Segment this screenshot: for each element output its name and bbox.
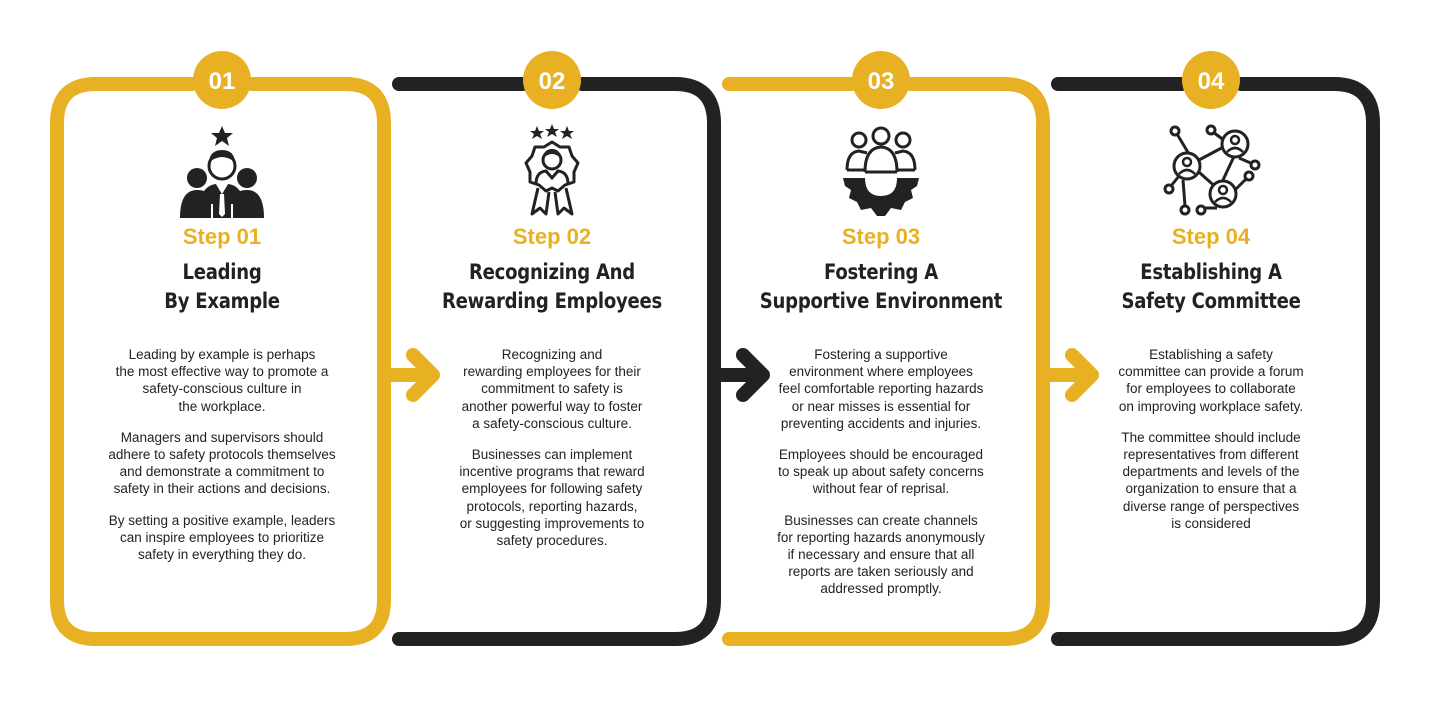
arrow-1-icon [384,348,440,402]
step-3: Step 03 Fostering A Supportive Environme… [731,0,1031,707]
step-3-paragraph: Fostering a supportive environment where… [778,347,984,431]
step-2-frame [392,77,721,646]
step-2-badge: 02 [523,51,581,109]
step-4-title: Establishing A Safety Committee [1121,260,1301,313]
step-1-badge: 01 [193,51,251,109]
step-3-title: Fostering A Supportive Environment [759,260,1003,313]
step-1: Step 01 Leading By Example Leading by ex… [72,0,372,707]
network-people-icon [1163,124,1261,216]
step-3-label: Step 03 [841,224,921,249]
step-1-paragraph: Managers and supervisors should adhere t… [108,429,336,497]
step-2-paragraph: Businesses can implement incentive progr… [459,447,645,549]
svg-text:04: 04 [1198,68,1225,95]
step-2-title: Recognizing And Rewarding Employees [442,260,662,313]
arrow-3-icon [1043,348,1099,402]
step-4-description: Establishing a safety committee can prov… [1061,346,1361,546]
step-4-paragraph: The committee should include representat… [1121,429,1301,531]
step-3-description: Fostering a supportive environment where… [731,346,1031,612]
step-2-label: Step 02 [512,224,592,249]
step-4-badge: 04 [1182,51,1240,109]
svg-text:01: 01 [209,68,236,95]
arrow-2-icon [714,348,770,402]
step-4-paragraph: Establishing a safety committee can prov… [1118,347,1304,414]
svg-text:02: 02 [539,68,566,95]
step-1-paragraph: By setting a positive example, leaders c… [108,512,336,563]
step-3-badge: 03 [852,51,910,109]
step-1-title: Leading By Example [164,260,280,313]
step-4: Step 04 Establishing A Safety Committee … [1061,0,1361,707]
step-4-frame [1051,77,1380,646]
svg-text:03: 03 [868,68,895,95]
employee-award-icon [524,124,580,216]
step-3-paragraph: Employees should be encouraged to speak … [778,447,984,497]
step-1-label: Step 01 [182,224,262,249]
team-leader-icon [180,126,264,218]
step-1-description: Leading by example is perhaps the most e… [72,346,372,577]
step-2: Step 02 Recognizing And Rewarding Employ… [402,0,702,707]
step-3-frame [722,77,1050,646]
team-gear-icon [843,126,919,216]
step-2-description: Recognizing and rewarding employees for … [402,346,702,563]
step-1-frame [50,77,391,646]
step-3-paragraph: Businesses can create channels for repor… [777,512,985,597]
step-2-paragraph: Recognizing and rewarding employees for … [461,347,643,431]
step-4-label: Step 04 [1171,224,1251,249]
step-1-paragraph: Leading by example is perhaps the most e… [115,347,329,414]
